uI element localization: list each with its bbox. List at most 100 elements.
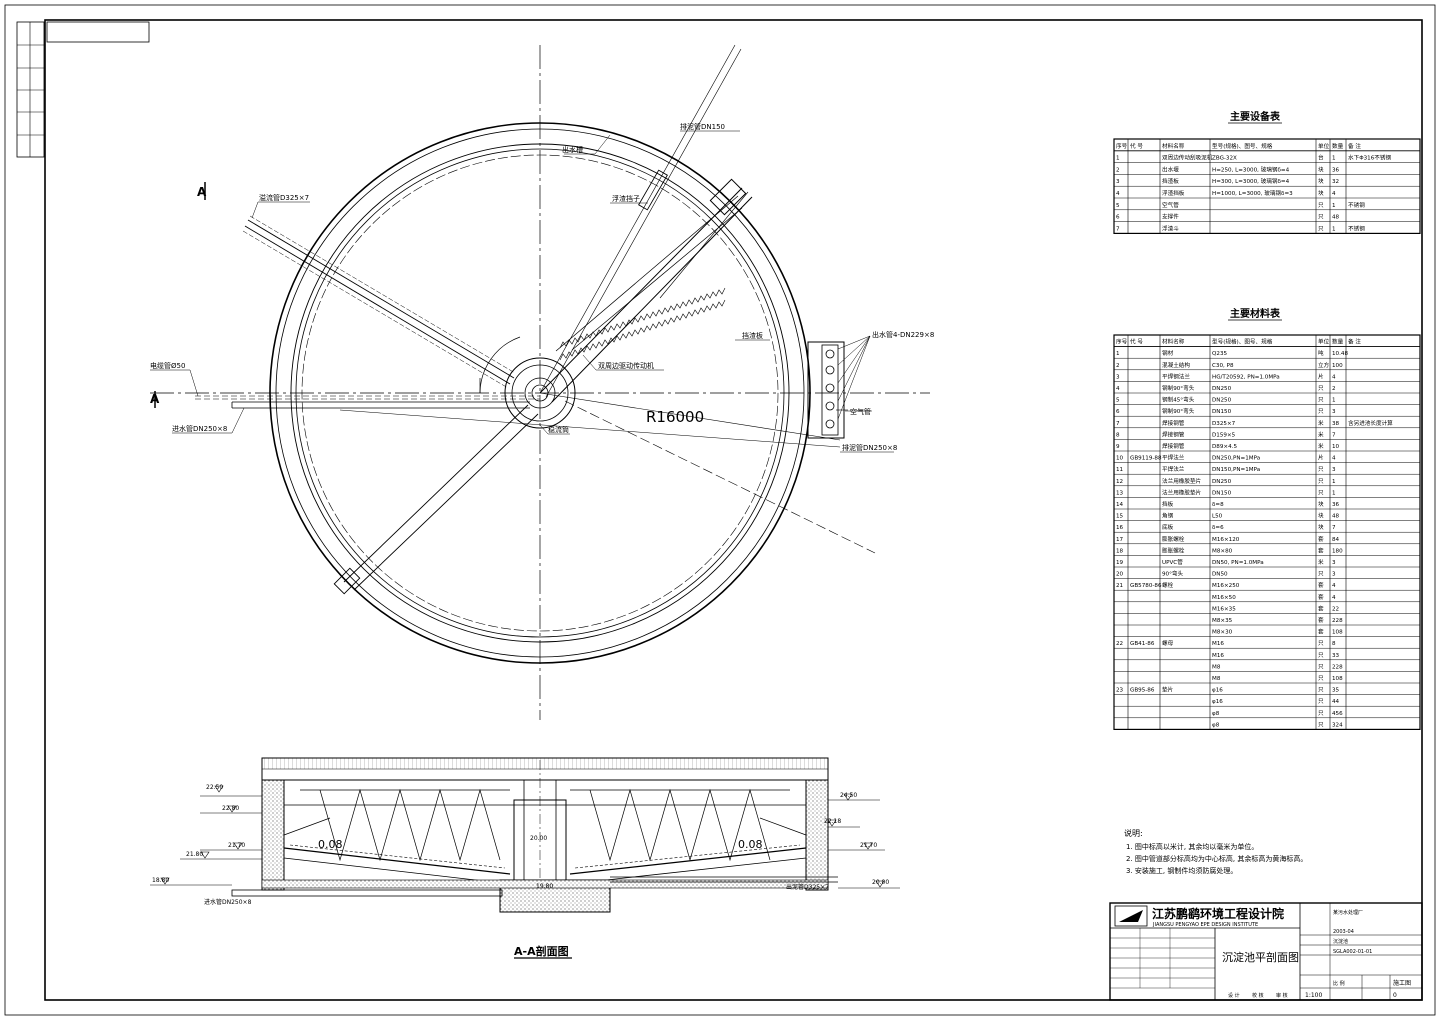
equipment-cell: 只 [1318,214,1324,221]
materials-cell: M16×250 [1212,583,1240,589]
label-sludge-pipe: 排泥管DN150 [680,122,725,131]
materials-cell: φ16 [1212,699,1223,705]
materials-cell: 33 [1332,653,1340,659]
materials-cell: M8×80 [1212,548,1233,554]
scale-value: 1:100 [1305,992,1322,999]
materials-cell: 套 [1318,581,1324,589]
equipment-cell: 只 [1318,225,1324,232]
materials-cell: D89×4.5 [1212,444,1237,450]
materials-cell: δ=6 [1212,525,1224,531]
materials-cell: 324 [1332,722,1343,728]
skimmer-box [638,169,668,211]
drawing-number: SGLA002-01-01 [1333,949,1372,955]
materials-cell: HG/T20592, PN=1.0MPa [1212,374,1280,380]
materials-cell: 108 [1332,630,1343,636]
label-overflow-pipe: 溢流管D325×7 [259,193,309,202]
weir-trough-outer [290,143,790,643]
materials-header-cell: 单位 [1318,338,1330,346]
equipment-cell: 浮渣挡板 [1162,189,1185,197]
materials-cell: 456 [1332,711,1343,717]
materials-cell: 20 [1116,572,1124,578]
outlet-box [807,335,871,439]
equipment-cell: 不锈钢 [1348,224,1365,232]
equipment-cell: 双周边传动刮吸泥机 [1162,154,1213,162]
materials-cell: δ=8 [1212,502,1224,508]
materials-header-cell: 材料名称 [1162,338,1185,346]
materials-cell: 含另进池长度计算 [1348,419,1393,427]
equipment-cell: 块 [1318,189,1324,197]
elev-9: 20.00 [530,835,547,842]
note-1: 1. 图中标高以米计, 其余均以毫米为单位。 [1126,842,1258,851]
equipment-header-cell: 数量 [1332,142,1344,150]
materials-cell: 块 [1318,512,1324,520]
elev-10: 19.80 [536,883,553,890]
materials-cell: 只 [1318,710,1324,717]
materials-cell: M8 [1212,676,1221,682]
equipment-cell: 浮渣斗 [1162,224,1179,232]
materials-cell: 10 [1116,456,1124,462]
materials-cell: 套 [1318,616,1324,624]
equipment-cell: 空气管 [1162,201,1179,209]
materials-cell: φ16 [1212,688,1223,694]
company-logo [1114,905,1148,927]
materials-cell: 套 [1318,593,1324,601]
equipment-header-cell: 型号(规格)、图号、规格 [1212,142,1273,150]
equipment-cell: 7 [1116,226,1120,232]
materials-cell: L50 [1212,514,1223,520]
label-cable: 电缆管Ø50 [150,361,185,370]
equipment-cell: 2 [1116,167,1120,173]
equipment-cell: 挡渣板 [1162,177,1179,185]
tank-wall-inner [275,128,805,658]
equipment-header-cell: 单位 [1318,142,1330,150]
elev-3: 21.70 [228,842,245,849]
materials-cell: 垫片 [1162,686,1174,694]
materials-cell: GB9119-88 [1130,456,1162,462]
materials-cell: 5 [1116,398,1120,404]
company-name: 江苏鹏鹞环境工程设计院 [1152,906,1284,921]
equipment-cell: 水下Φ316不锈钢 [1348,154,1391,162]
signoff-check: 校 核 [1252,992,1264,999]
scale-label: 比 例 [1333,980,1345,987]
drawing-title: 沉淀池平剖面图 [1222,950,1299,964]
materials-cell: 钢材 [1162,349,1174,357]
materials-cell: 米 [1318,419,1324,427]
materials-cell: 只 [1318,466,1324,473]
scum-baffle-ring [301,154,779,632]
materials-cell: M16 [1212,653,1224,659]
label-air-pipe: 空气管 [850,407,871,416]
equipment-cell: H=1000, L=3000, 玻璃钢δ=3 [1212,189,1293,197]
materials-cell: 84 [1332,537,1340,543]
materials-cell: M16 [1212,641,1224,647]
sludge-pipe-line [539,44,736,394]
elev-8: 21.70 [860,842,877,849]
materials-cell: 1 [1332,479,1336,485]
bridge-arm-main [539,169,753,403]
materials-cell: 套 [1318,535,1324,543]
slope-right: 0.08 [738,838,763,851]
equipment-cell: 4 [1116,191,1120,197]
materials-cell: 螺母 [1162,639,1174,647]
label-skimmer: 浮渣挡子 [612,194,640,203]
materials-cell: GB41-86 [1130,641,1155,647]
materials-cell: 平焊钢法兰 [1162,372,1190,380]
elev-11: 20.00 [872,879,889,886]
equipment-cell: 4 [1332,191,1336,197]
materials-cell: DN50, PN=1.0MPa [1212,560,1264,566]
equipment-cell: 块 [1318,165,1324,173]
weir-trough-inner [295,148,785,638]
materials-header-cell: 备 注 [1348,338,1361,346]
materials-header-cell: 型号(规格)、图号、规格 [1212,338,1273,346]
equipment-cell: H=300, L=3000, 玻璃钢δ=4 [1212,177,1290,185]
note-3: 3. 安装施工, 钢制件均须防腐处理。 [1126,866,1237,875]
materials-cell: 2 [1116,363,1120,369]
materials-cell: 180 [1332,548,1343,554]
materials-cell: 12 [1116,479,1123,485]
note-2: 2. 图中管道部分标高均为中心标高, 其余标高为黄海标高。 [1126,854,1307,863]
materials-cell: 13 [1116,490,1124,496]
materials-cell: 18 [1116,548,1124,554]
materials-cell: 4 [1332,374,1336,380]
signoff-approve: 审 核 [1276,992,1288,999]
